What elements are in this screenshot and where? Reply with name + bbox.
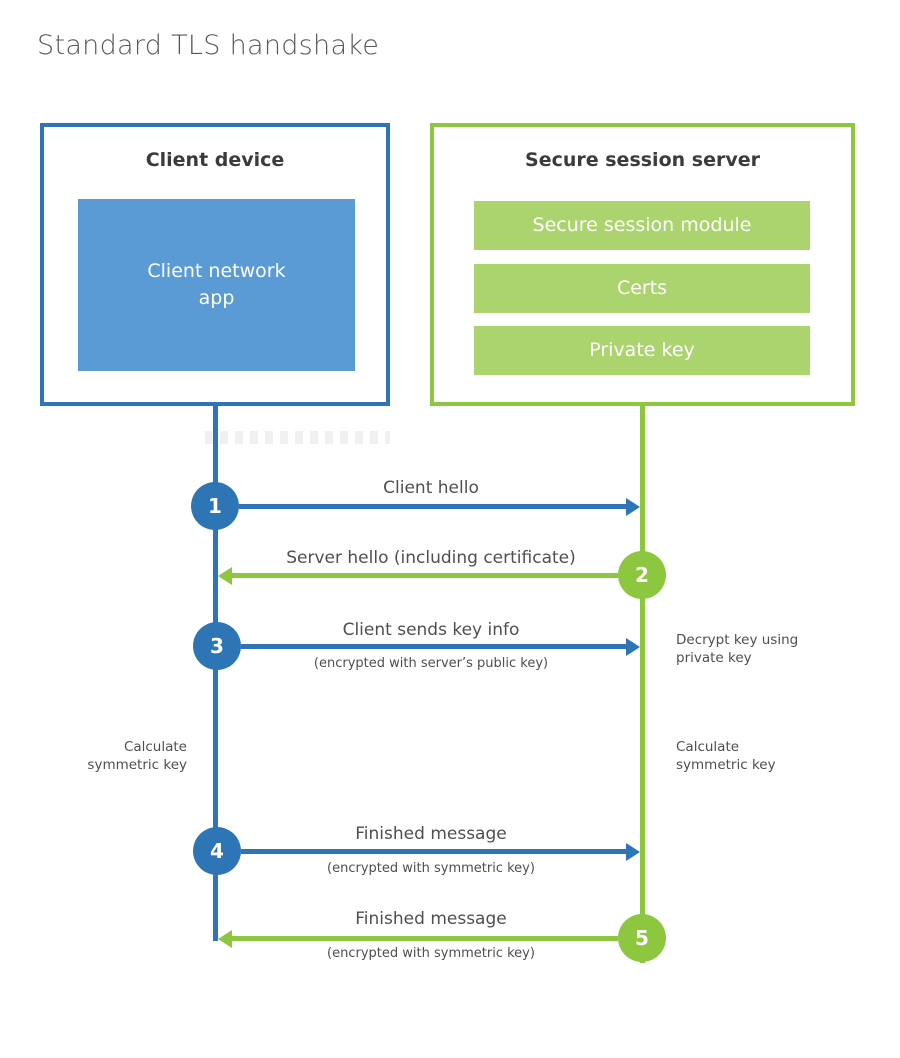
- step4-arrowhead-icon: [626, 843, 640, 861]
- step3-arrow-line: [241, 644, 626, 649]
- step2-label: Server hello (including certificate): [286, 548, 576, 568]
- step5-sublabel: (encrypted with symmetric key): [327, 946, 535, 961]
- client-lifeline: [213, 405, 218, 941]
- step4-badge: 4: [193, 827, 241, 875]
- note-decrypt-key: Decrypt key using private key: [676, 632, 799, 666]
- faint-dashed-artifact: [205, 431, 390, 444]
- step5-arrow-line: [232, 936, 618, 941]
- step3-sublabel: (encrypted with server’s public key): [313, 656, 549, 671]
- step1-label: Client hello: [383, 478, 479, 498]
- client-device-title: Client device: [145, 149, 285, 171]
- step1-arrow-line: [239, 504, 627, 509]
- step3-label: Client sends key info: [342, 620, 520, 640]
- step3-badge: 3: [193, 622, 241, 670]
- page-title: Standard TLS handshake: [37, 30, 380, 61]
- step4-arrow-line: [241, 849, 626, 854]
- step5-label: Finished message: [355, 909, 507, 929]
- client-device-box: Client device Client network app: [40, 123, 390, 406]
- step2-arrowhead-icon: [218, 567, 232, 585]
- step5-badge: 5: [618, 914, 666, 962]
- client-network-app-block: Client network app: [78, 199, 355, 371]
- secure-session-server-box: Secure session server Secure session mod…: [430, 123, 855, 406]
- server-module-secure-session: Secure session module: [474, 201, 810, 250]
- step2-arrow-line: [232, 573, 618, 578]
- step4-label: Finished message: [355, 824, 507, 844]
- note-calculate-symmetric-key-client: Calculate symmetric key: [87, 739, 187, 773]
- step1-badge: 1: [191, 482, 239, 530]
- server-module-certs: Certs: [474, 264, 810, 313]
- server-lifeline: [640, 405, 645, 963]
- step4-sublabel: (encrypted with symmetric key): [327, 861, 535, 876]
- note-calculate-symmetric-key-server: Calculate symmetric key: [676, 739, 776, 773]
- step3-arrowhead-icon: [626, 638, 640, 656]
- server-title: Secure session server: [525, 149, 760, 171]
- step2-badge: 2: [618, 551, 666, 599]
- step5-arrowhead-icon: [218, 930, 232, 948]
- server-module-private-key: Private key: [474, 326, 810, 375]
- step1-arrowhead-icon: [626, 498, 640, 516]
